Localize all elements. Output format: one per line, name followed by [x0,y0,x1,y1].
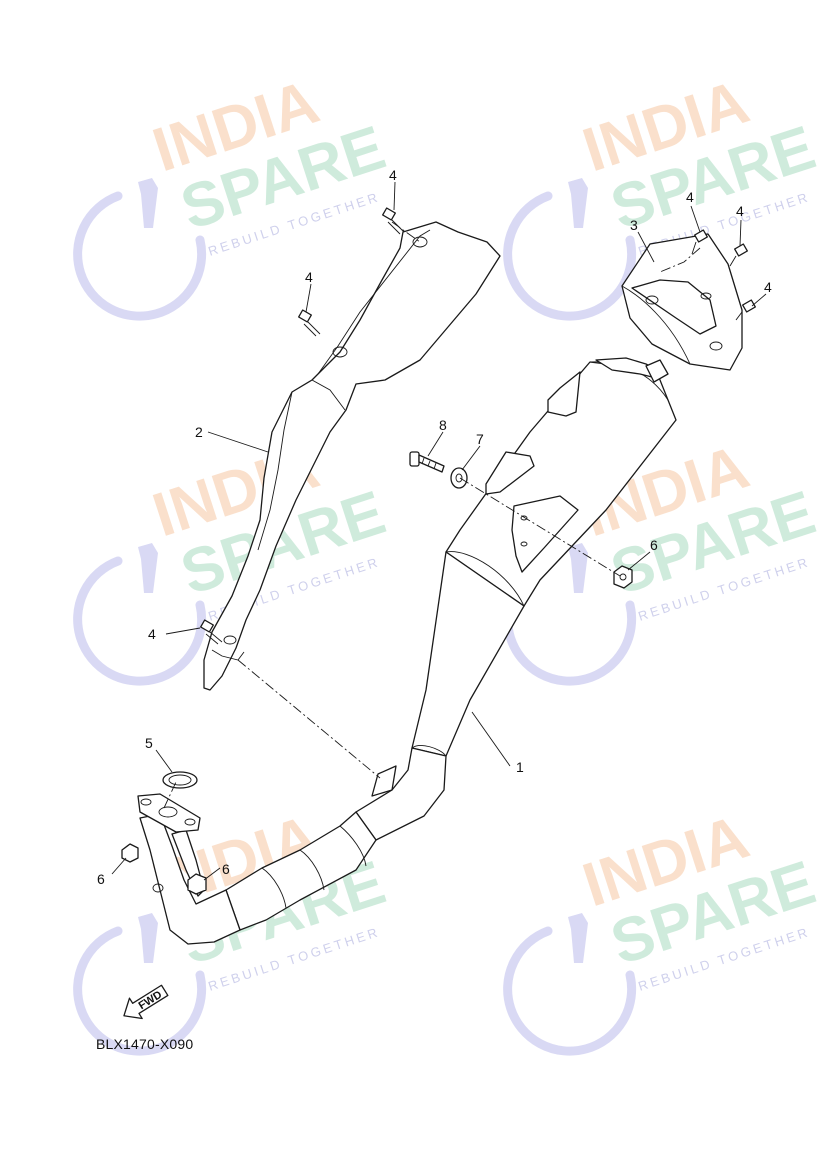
callout-muffler-end-cap: 3 [630,217,638,233]
callout-leaders [111,181,767,881]
callout-gasket: 5 [145,735,153,751]
bolt-4-cap-b [729,243,748,267]
callout-bolt-protector-low: 4 [148,626,156,642]
callout-bolt-protector-top: 4 [389,167,397,183]
callout-bolt-cap-c: 4 [764,279,772,295]
muffler-end-cap [621,233,743,371]
callout-bolt-bracket: 8 [439,417,447,433]
bolt-4-protector-top [382,207,405,235]
mount-stay [511,495,579,573]
callout-nut-pipe-left: 6 [97,871,105,887]
assembly-lines [163,221,701,809]
mount-hole [332,346,348,358]
bolt-4-cap-c [735,299,756,321]
hanger-tab [371,765,397,797]
callout-bolt-cap-b: 4 [736,203,744,219]
watermark-wrench-icon [568,913,588,963]
callout-washer: 7 [476,431,484,447]
callout-nut-bracket: 6 [650,537,658,553]
mount-bracket [547,371,581,417]
nut-6-bracket [613,565,633,589]
watermark-wrench-icon [138,543,158,593]
watermark-bottom-right: INDIA SPARE REBUILD TOGETHER [503,803,817,1056]
callout-protector-front: 2 [195,424,203,440]
washer-7 [450,467,468,489]
watermark-wrench-icon [138,178,158,228]
watermark-wrench-icon [568,178,588,228]
muffler-assembly [137,357,677,945]
exhaust-flange [137,793,201,833]
fwd-arrow-icon: FWD [123,984,169,1020]
bolt-8 [409,451,445,473]
bolt-4-cap-a [691,229,708,255]
callout-nut-pipe-right: 6 [222,861,230,877]
callout-bolt-protector-mid: 4 [305,269,313,285]
watermark-swirl-icon [503,191,637,321]
callout-bolt-cap-a: 4 [686,189,694,205]
mount-bracket [485,451,535,495]
watermark-swirl-icon [73,926,207,1056]
watermark-swirl-icon [503,926,637,1056]
watermark-wrench-icon [568,543,588,593]
drawing-code: BLX1470-X090 [96,1036,194,1052]
bolt-4-protector-low [200,619,223,645]
watermark-swirl-icon [73,191,207,321]
mount-hole [223,635,237,645]
watermark-wrench-icon [138,913,158,963]
callout-labels: 4 4 4 2 3 4 4 4 8 7 6 5 1 6 6 [97,167,772,887]
nut-6-pipe-left [121,843,139,863]
mount-hole [412,236,428,248]
heat-protector-front [203,221,501,691]
watermark-swirl-icon [73,556,207,686]
watermark-top-left: INDIA SPARE REBUILD TOGETHER [73,68,393,321]
nut-6-pipe-right [187,873,207,895]
bolt-4-protector-mid [298,309,321,337]
callout-muffler: 1 [516,759,524,775]
gasket-5 [162,771,198,789]
